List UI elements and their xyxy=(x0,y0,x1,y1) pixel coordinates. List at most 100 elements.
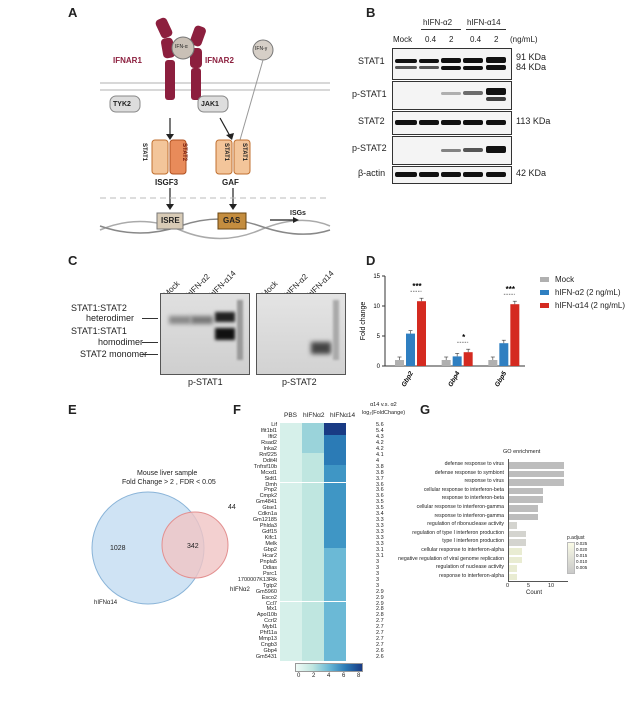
y-tick-label: 5 xyxy=(377,334,381,340)
fold-change-value: 3 xyxy=(376,576,380,583)
heatmap-cell xyxy=(324,559,346,566)
heatmap-cell xyxy=(280,476,302,483)
wb-row-actin: β-actin xyxy=(358,168,386,178)
heatmap-cell xyxy=(280,655,302,661)
go-x-tick: 5 xyxy=(527,583,531,590)
bar xyxy=(406,333,415,366)
wb-row-pstat1: p-STAT1 xyxy=(352,89,387,99)
dna-strand-b xyxy=(99,218,331,235)
gene-label: Psrc1 xyxy=(262,570,277,577)
gene-label: Tgtp2 xyxy=(262,582,277,589)
gaf-label: GAF xyxy=(222,178,239,187)
legend-swatch xyxy=(540,277,549,282)
heatmap-cell xyxy=(280,512,302,519)
gel-pstat1 xyxy=(160,293,250,375)
gene-label: Sidt1 xyxy=(264,475,277,482)
gene-label: Cdkn1a xyxy=(258,511,277,518)
heatmap-cell xyxy=(302,619,324,626)
heatmap-cell xyxy=(302,440,324,447)
heatmap-cell xyxy=(302,565,324,572)
heatmap-cell xyxy=(280,577,302,584)
heatmap-cell xyxy=(324,613,346,620)
gene-label: Ddias xyxy=(262,564,277,571)
significance-label: *** xyxy=(506,285,516,294)
go-y-axis xyxy=(508,459,509,582)
heatmap-cell xyxy=(324,619,346,626)
heatmap-cell xyxy=(302,542,324,548)
wb-size-113: 113 KDa xyxy=(516,116,551,126)
gene-label: Phlda3 xyxy=(259,523,277,530)
significance-label: *** xyxy=(412,282,422,291)
gene-label: 1700007K13Rik xyxy=(237,576,277,583)
go-bar xyxy=(509,496,543,503)
heatmap-cell xyxy=(324,494,346,501)
venn-count-overlap: 342 xyxy=(187,543,199,550)
heatmap-cell xyxy=(280,583,302,590)
heatmap-cell xyxy=(302,559,324,566)
isre-box xyxy=(156,212,184,230)
wb-row-stat2: STAT2 xyxy=(358,116,385,126)
isre-label: ISRE xyxy=(161,216,180,225)
gene-label: Gm4841 xyxy=(255,499,277,506)
heatmap-cell xyxy=(324,488,346,495)
gel-label-homodimer-2: homodimer xyxy=(98,337,144,347)
heatmap-cell xyxy=(302,428,324,435)
legend-swatch xyxy=(540,303,549,308)
heatmap-cell xyxy=(280,619,302,626)
fold-change-value: 4.1 xyxy=(376,451,384,458)
fold-change-value: 3.3 xyxy=(376,541,384,547)
heatmap-cell xyxy=(302,476,324,483)
heatmap-cell xyxy=(280,488,302,495)
heatmap-cell xyxy=(302,655,324,661)
legend-label: hIFN-α2 (2 ng/mL) xyxy=(555,288,621,297)
venn-subtitle: Fold Change > 2 , FDR < 0.05 xyxy=(122,479,216,486)
heatmap-cell xyxy=(280,607,302,614)
heatmap-cell xyxy=(302,500,324,507)
venn-label-a14: hIFNα14 xyxy=(94,600,118,606)
legend-item: Mock xyxy=(540,275,625,284)
go-term-label: negative regulation of viral genome repl… xyxy=(398,555,504,562)
heatmap-cell xyxy=(324,518,346,525)
go-term-label: response to interferon-gamma xyxy=(434,512,505,519)
heatmap-cell xyxy=(302,524,324,531)
gel-label-monomer: STAT2 monomer xyxy=(80,349,148,359)
fold-change-value: 4.2 xyxy=(376,445,384,452)
heatmap-cell xyxy=(324,440,346,447)
panel-label-c: C xyxy=(68,253,78,268)
bar xyxy=(488,360,498,366)
heatmap-cell xyxy=(280,464,302,471)
go-term-label: defense response to virus xyxy=(444,461,504,467)
wb-unit: (ng/mL) xyxy=(510,35,538,44)
gene-label: Gtse1 xyxy=(262,505,277,512)
fold-change-value: 2.6 xyxy=(376,648,384,655)
panel-label-b: B xyxy=(366,5,376,20)
fold-change-value: 3.8 xyxy=(376,469,384,476)
heatmap-cell xyxy=(302,434,324,441)
gene-label: Gbp4 xyxy=(263,648,277,655)
gene-label: Inka2 xyxy=(263,445,277,452)
gas-label: GAS xyxy=(223,216,241,225)
gene-label: Mx1 xyxy=(266,606,277,613)
gel-label-heterodimer-1: STAT1:STAT2 xyxy=(71,303,127,313)
go-bar xyxy=(509,462,564,469)
fold-change-value: 2.6 xyxy=(376,654,384,661)
panel-label-f: F xyxy=(233,402,241,417)
heatmap-cell xyxy=(302,482,324,489)
gene-label: Esco2 xyxy=(261,594,277,601)
wb-pstat1-blot xyxy=(392,81,512,110)
heatmap-cell xyxy=(324,500,346,507)
wb-size-84: 84 KDa xyxy=(516,62,547,72)
fold-change-value: 3.3 xyxy=(376,517,384,524)
heatmap-cell xyxy=(280,452,302,459)
fold-change-value: 2.9 xyxy=(376,588,384,595)
heatmap-cell xyxy=(302,530,324,537)
heatmap-cell xyxy=(302,643,324,650)
heatmap-cell xyxy=(324,631,346,638)
gene-label: Gm5431 xyxy=(255,654,277,661)
wb-row-stat1: STAT1 xyxy=(358,56,385,66)
y-tick-label: 15 xyxy=(373,274,380,280)
go-bar xyxy=(509,479,564,486)
ifnar2-label: IFNAR2 xyxy=(205,56,234,65)
panel-label-d: D xyxy=(366,253,376,268)
stat2-box-isgf3 xyxy=(169,139,187,175)
